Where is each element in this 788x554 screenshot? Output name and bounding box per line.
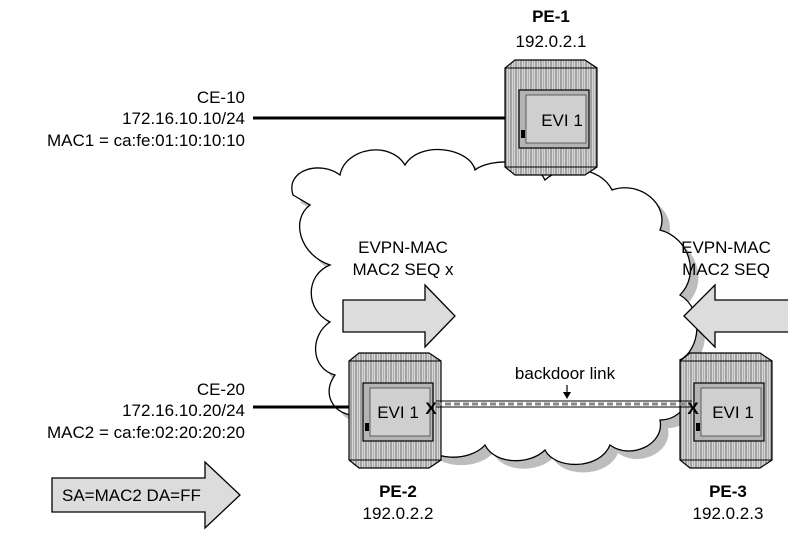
advert-right-line2: MAC2 SEQ [682,260,770,279]
backdoor-mark-pe3: X [687,399,699,418]
backdoor-mark-pe2: X [425,399,437,418]
pe2-ip: 192.0.2.2 [363,504,434,523]
pe1-ip: 192.0.2.1 [516,32,587,51]
advert-left-line1: EVPN-MAC [358,238,448,257]
pe1-router[interactable]: EVI 1 [504,59,598,176]
pe2-evi-label: EVI 1 [377,403,419,422]
pe1-name: PE-1 [532,7,570,26]
ce20-mac: MAC2 = ca:fe:02:20:20:20 [47,423,245,442]
advert-right-arrow [683,283,788,349]
pe1-evi-label: EVI 1 [541,111,583,130]
pe3-name: PE-3 [709,482,747,501]
advert-left-line2: MAC2 SEQ x [352,260,454,279]
pe2-name: PE-2 [379,482,417,501]
frame-label: SA=MAC2 DA=FF [62,486,201,505]
backdoor-pointer-arrow [563,385,571,399]
advert-left-arrow [342,283,456,349]
backdoor-link [436,400,692,408]
pe2-router[interactable]: EVI 1 [348,352,442,469]
ce10-ip: 172.16.10.10/24 [122,109,245,128]
advert-right-line1: EVPN-MAC [681,238,771,257]
backdoor-label: backdoor link [515,364,616,383]
pe3-evi-label: EVI 1 [712,403,754,422]
ce20-name: CE-20 [197,380,245,399]
pe3-ip: 192.0.2.3 [693,504,764,523]
ce10-name: CE-10 [197,88,245,107]
ce10-mac: MAC1 = ca:fe:01:10:10:10 [47,131,245,150]
ce20-ip: 172.16.10.20/24 [122,401,245,420]
frame-arrow [51,460,241,530]
pe3-router[interactable]: EVI 1 [679,352,773,469]
